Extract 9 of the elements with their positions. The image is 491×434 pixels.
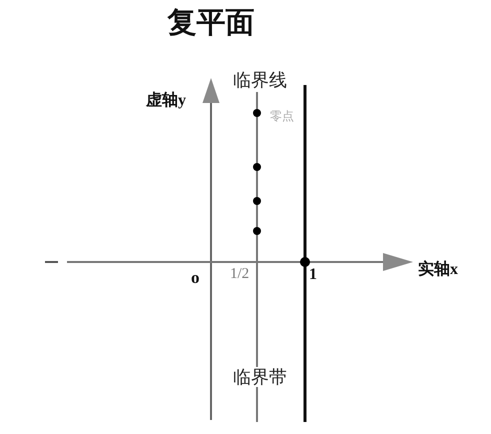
origin-label: o xyxy=(191,269,200,286)
critical-line-label: 临界线 xyxy=(233,71,287,89)
axis-label: 实轴x xyxy=(418,262,458,278)
critical-strip-label: 临界带 xyxy=(233,367,287,387)
axis-label: 虚轴y xyxy=(146,93,186,109)
tick-label: 1 xyxy=(309,267,317,283)
zero-label: 零点 xyxy=(270,110,294,122)
diagram-title: 复平面 xyxy=(166,9,256,38)
tick-label: 1/2 xyxy=(230,267,250,282)
